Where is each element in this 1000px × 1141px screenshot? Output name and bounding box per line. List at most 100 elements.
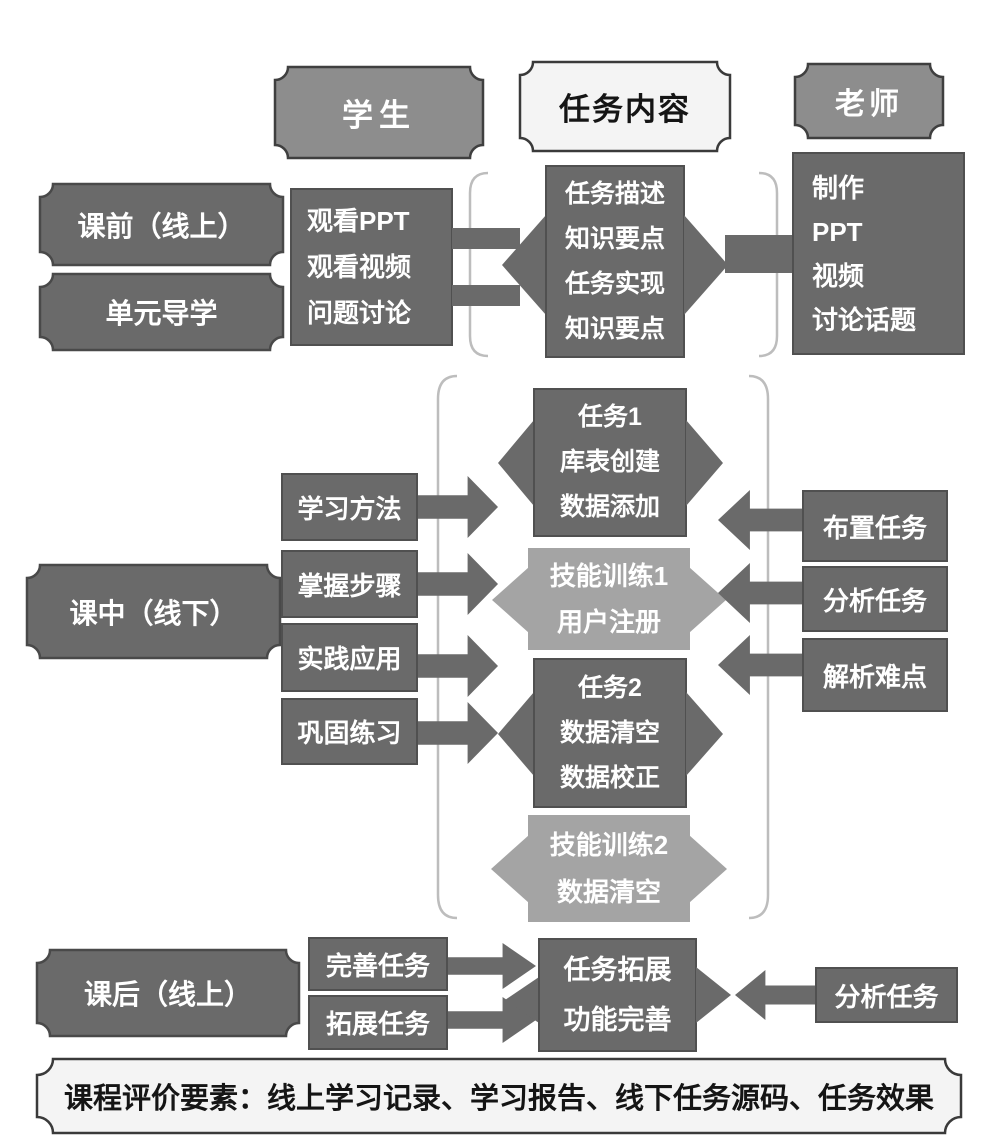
task1-right-arrowhead <box>686 420 723 506</box>
phase-post-class-plaque: 课后（线上） <box>35 948 301 1038</box>
header-task-content-plaque: 任务内容 <box>518 60 732 153</box>
plaque-shape <box>35 948 301 1038</box>
task1-line: 数据添加 <box>559 493 660 521</box>
task-expand-line: 功能完善 <box>563 1005 672 1035</box>
phase-pre-class-plaque: 课前（线上） <box>38 182 285 267</box>
student-activity-line: 观看视频 <box>307 252 412 282</box>
phase-in-class-label: 课中（线下） <box>69 597 238 629</box>
task2-line: 数据校正 <box>559 763 660 792</box>
task-expand-box: 任务拓展 功能完善 <box>538 938 697 1052</box>
skill1-line: 用户注册 <box>556 607 661 637</box>
student-step-arrow <box>418 635 498 697</box>
student-connector-bar-bottom <box>452 285 520 306</box>
post-teacher-box: 分析任务 <box>815 967 958 1023</box>
task-expand-right-arrowhead <box>696 967 731 1023</box>
teacher-step-box: 分析任务 <box>802 566 948 632</box>
student-activities-box: 观看PPT 观看视频 问题讨论 <box>290 188 453 346</box>
plaque-shape <box>35 1057 963 1135</box>
student-step-label: 巩固练习 <box>297 718 402 748</box>
skill-training2-box: 技能训练2 数据清空 <box>528 815 690 922</box>
post-student-arrow <box>448 943 536 989</box>
post-student-step-box: 拓展任务 <box>308 995 448 1050</box>
student-activity-line: 问题讨论 <box>307 298 412 328</box>
task2-right-arrowhead <box>686 692 723 776</box>
teacher-step-label: 分析任务 <box>822 585 927 616</box>
task-expand-line: 任务拓展 <box>563 955 672 985</box>
post-student-step-box: 完善任务 <box>308 937 448 991</box>
plaque-shape <box>25 563 282 660</box>
task2-left-arrowhead <box>498 692 534 776</box>
phase-unit-guide-plaque: 单元导学 <box>38 272 285 352</box>
student-step-box: 实践应用 <box>281 623 418 692</box>
student-activity-line: 观看PPT <box>307 206 410 236</box>
post-teacher-arrow <box>735 970 815 1020</box>
post-student-step-label: 拓展任务 <box>325 1009 430 1039</box>
teacher-step-label: 解析难点 <box>822 661 927 692</box>
post-student-step-label: 完善任务 <box>325 950 430 981</box>
phase-post-class-label: 课后（线上） <box>83 979 252 1010</box>
teacher-step-arrow <box>718 490 802 550</box>
skill2-right-arrowhead <box>689 835 727 903</box>
footer-evaluation-text: 课程评价要素：线上学习记录、学习报告、线下任务源码、任务效果 <box>63 1083 934 1115</box>
task1-box: 任务1 库表创建 数据添加 <box>533 388 687 537</box>
task-content-right-arrowhead <box>684 215 728 315</box>
task2-box: 任务2 数据清空 数据校正 <box>533 658 687 808</box>
student-step-box: 巩固练习 <box>281 698 418 765</box>
teacher-activity-line: 视频 <box>812 260 865 291</box>
header-student-plaque: 学生 <box>273 65 485 160</box>
phase-pre-class-label: 课前（线上） <box>77 210 246 242</box>
bracket-top-left <box>468 171 489 358</box>
skill1-left-arrowhead <box>492 567 529 633</box>
teacher-connector-bar <box>725 235 793 273</box>
header-teacher-label: 老师 <box>835 88 903 121</box>
task-content-line: 任务描述 <box>564 179 665 208</box>
teacher-activities-box: 制作 PPT 视频 讨论话题 <box>792 152 965 355</box>
skill2-line: 技能训练2 <box>549 829 669 860</box>
plaque-shape <box>518 60 732 153</box>
skill-training1-box: 技能训练1 用户注册 <box>528 548 690 650</box>
teacher-activity-line: PPT <box>812 216 863 247</box>
post-teacher-label: 分析任务 <box>834 981 939 1012</box>
teacher-activity-line: 讨论话题 <box>812 304 917 335</box>
task2-line: 任务2 <box>578 673 642 702</box>
student-step-arrow <box>418 702 498 764</box>
student-step-label: 掌握步骤 <box>297 570 402 601</box>
footer-plaque: 课程评价要素：线上学习记录、学习报告、线下任务源码、任务效果 <box>35 1057 963 1135</box>
teacher-step-box: 解析难点 <box>802 638 948 712</box>
plaque-shape <box>38 182 285 267</box>
student-step-arrow <box>418 476 498 538</box>
phase-unit-guide-label: 单元导学 <box>105 298 218 329</box>
skill2-left-arrowhead <box>491 835 529 903</box>
header-task-content-label: 任务内容 <box>559 92 691 127</box>
teacher-step-arrow <box>718 635 802 695</box>
header-student-label: 学生 <box>342 98 416 133</box>
bracket-mid-right <box>748 374 770 920</box>
task1-line: 任务1 <box>578 403 642 431</box>
student-step-label: 实践应用 <box>297 644 402 674</box>
phase-in-class-plaque: 课中（线下） <box>25 563 282 660</box>
task-content-line: 任务实现 <box>564 269 665 298</box>
plaque-shape <box>273 65 485 160</box>
task-content-box: 任务描述 知识要点 任务实现 知识要点 <box>545 165 685 358</box>
student-step-arrow <box>418 553 498 615</box>
task1-left-arrowhead <box>498 420 534 506</box>
bracket-mid-left <box>436 374 458 920</box>
plaque-shape <box>793 62 945 140</box>
teacher-step-label: 布置任务 <box>822 512 927 543</box>
task-content-line: 知识要点 <box>564 224 665 253</box>
student-connector-bar-top <box>452 228 520 249</box>
teacher-step-box: 布置任务 <box>802 490 948 562</box>
header-teacher-plaque: 老师 <box>793 62 945 140</box>
student-step-box: 掌握步骤 <box>281 550 418 618</box>
teacher-step-arrow <box>718 563 802 623</box>
student-step-box: 学习方法 <box>281 473 418 541</box>
teacher-activity-line: 制作 <box>812 172 865 203</box>
skill2-line: 数据清空 <box>556 876 661 907</box>
skill1-line: 技能训练1 <box>549 561 669 591</box>
plaque-shape <box>38 272 285 352</box>
skill1-right-arrowhead <box>689 567 726 633</box>
task2-line: 数据清空 <box>559 718 660 747</box>
task-content-line: 知识要点 <box>564 314 665 343</box>
task1-line: 库表创建 <box>559 448 660 476</box>
